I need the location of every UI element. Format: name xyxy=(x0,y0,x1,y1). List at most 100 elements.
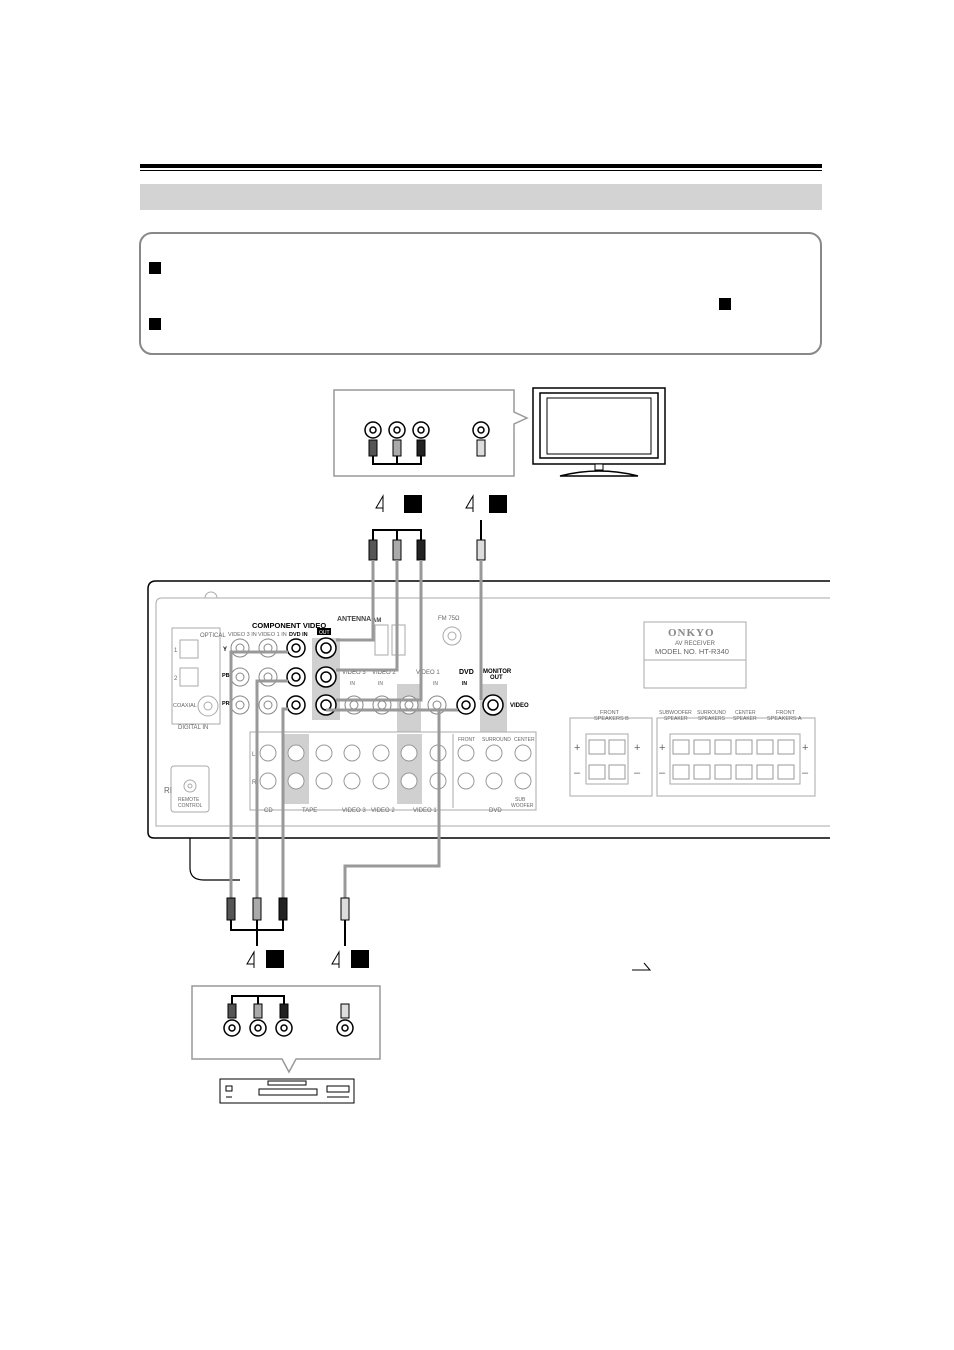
speaker-terminals xyxy=(569,717,816,797)
out-badge-label: OUT xyxy=(319,630,330,636)
audio-jacks xyxy=(259,744,532,790)
minus-b-right: – xyxy=(634,767,641,779)
remote-label-1: REMOTE xyxy=(178,797,200,803)
model-line-2: MODEL NO. HT-R340 xyxy=(655,647,729,656)
remote-label-2: CONTROL xyxy=(178,803,203,809)
audio-video3-label: VIDEO 3 xyxy=(342,808,366,814)
pointer-arrow-icon xyxy=(632,962,652,971)
header-rule-thick xyxy=(140,164,822,168)
l-label: L xyxy=(252,752,256,758)
component-cable-plugs-top xyxy=(368,520,486,561)
remote-icon: RI xyxy=(164,786,172,795)
pr-label: PR xyxy=(222,701,230,707)
surround-speakers-1: SURROUND xyxy=(697,710,726,716)
cd-label: CD xyxy=(264,808,273,814)
component-active-jacks xyxy=(286,637,337,716)
optical-label: OPTICAL xyxy=(200,633,226,639)
cable-marker-component-bottom xyxy=(266,950,284,968)
speaker-posts xyxy=(588,739,795,780)
tape-label: TAPE xyxy=(302,808,317,814)
minus-a-left: – xyxy=(659,767,666,779)
fm-label: FM 75Ω xyxy=(438,616,460,622)
dvd-cable-plugs xyxy=(226,897,350,946)
onkyo-badge xyxy=(643,621,747,689)
antenna-label: ANTENNA xyxy=(337,616,371,623)
video1-in-label: VIDEO 1 IN xyxy=(258,632,287,638)
out-badge xyxy=(317,628,331,635)
video2-label: VIDEO 2 xyxy=(372,670,396,676)
front-speakers-a-1: FRONT xyxy=(776,710,796,716)
section-header-band xyxy=(140,184,822,210)
audio-video1-label: VIDEO 1 xyxy=(413,808,437,814)
model-line-1: AV RECEIVER xyxy=(675,641,716,647)
optical-1-label: 1 xyxy=(174,648,178,654)
digital-in-label: DIGITAL IN xyxy=(178,725,208,731)
component-cable-from-dvd xyxy=(229,650,288,898)
in-label-2: IN xyxy=(378,681,383,687)
info-marker-1 xyxy=(149,262,161,274)
plus-b-left: + xyxy=(574,742,580,754)
audio-dvd-label: DVD xyxy=(489,808,502,814)
cable-marker-video-bottom xyxy=(351,950,369,968)
info-box xyxy=(139,232,822,355)
front-speakers-b-1: FRONT xyxy=(600,710,620,716)
plus-b-right: + xyxy=(634,742,640,754)
sub-label-2: WOOFER xyxy=(511,803,534,809)
dvd-output-jacks xyxy=(223,1019,354,1037)
video-cable-from-dvd xyxy=(326,708,458,898)
video3-in-label: VIDEO 3 IN xyxy=(228,632,257,638)
optical-2-label: 2 xyxy=(174,676,178,682)
monitor-out-label-2: OUT xyxy=(490,675,503,681)
monitor-out-label-1: MONITOR xyxy=(483,669,512,675)
info-marker-2 xyxy=(719,298,731,310)
in-label-1: IN xyxy=(350,681,355,687)
center-speaker-1: CENTER xyxy=(735,710,756,716)
minus-a-right: – xyxy=(802,767,809,779)
dvd-label: DVD xyxy=(459,669,474,676)
dvd-player-icon xyxy=(219,1078,355,1104)
sub-label-1: SUB xyxy=(515,797,526,803)
in-label-dvd: IN xyxy=(462,681,467,687)
tv-plugs xyxy=(368,439,486,465)
in-label-3: IN xyxy=(433,681,438,687)
fm-jack xyxy=(442,626,462,646)
header-rule-thin xyxy=(140,170,822,171)
cable-arrow-icon xyxy=(246,494,474,968)
front-label: FRONT xyxy=(458,737,475,743)
dvd-callout-plugs xyxy=(227,995,350,1019)
minus-b-left: – xyxy=(574,767,581,779)
video-active-jacks xyxy=(456,694,504,716)
component-video-label: COMPONENT VIDEO xyxy=(252,621,326,630)
am-label: AM xyxy=(372,618,381,624)
video-label: VIDEO xyxy=(510,703,529,709)
audio-video2-label: VIDEO 2 xyxy=(371,808,395,814)
subwoofer-speaker-1: SUBWOOFER xyxy=(659,710,692,716)
center-speaker-2: SPEAKER xyxy=(733,716,757,722)
remote-control-jack xyxy=(170,765,210,813)
video3-label: VIDEO 3 xyxy=(342,670,366,676)
info-marker-3 xyxy=(149,318,161,330)
tv-monitor-icon xyxy=(532,387,666,477)
subwoofer-speaker-2: SPEAKER xyxy=(664,716,688,722)
front-speakers-a-2: SPEAKERS A xyxy=(767,716,802,722)
plus-a-left: + xyxy=(659,742,665,754)
plus-a-right: + xyxy=(802,742,808,754)
cable-marker-component-top xyxy=(404,495,422,513)
tv-jacks xyxy=(364,421,490,439)
dvd-in-label: DVD IN xyxy=(289,632,308,638)
cable-marker-video-top xyxy=(489,495,507,513)
surround-label: SURROUND xyxy=(482,737,511,743)
y-label: Y xyxy=(223,647,227,653)
r-label: R xyxy=(252,780,257,786)
center-label: CENTER xyxy=(514,737,535,743)
component-cable-to-tv xyxy=(336,560,483,702)
tv-input-callout xyxy=(333,389,529,477)
video1-label: VIDEO 1 xyxy=(416,670,440,676)
coaxial-label: COAXIAL xyxy=(173,703,197,709)
pb-label: PB xyxy=(222,673,230,679)
digital-in-block xyxy=(171,627,221,725)
brand-logo: ONKYO xyxy=(668,627,715,639)
front-speakers-b-2: SPEAKERS B xyxy=(594,716,629,722)
surround-speakers-2: SPEAKERS xyxy=(698,716,726,722)
